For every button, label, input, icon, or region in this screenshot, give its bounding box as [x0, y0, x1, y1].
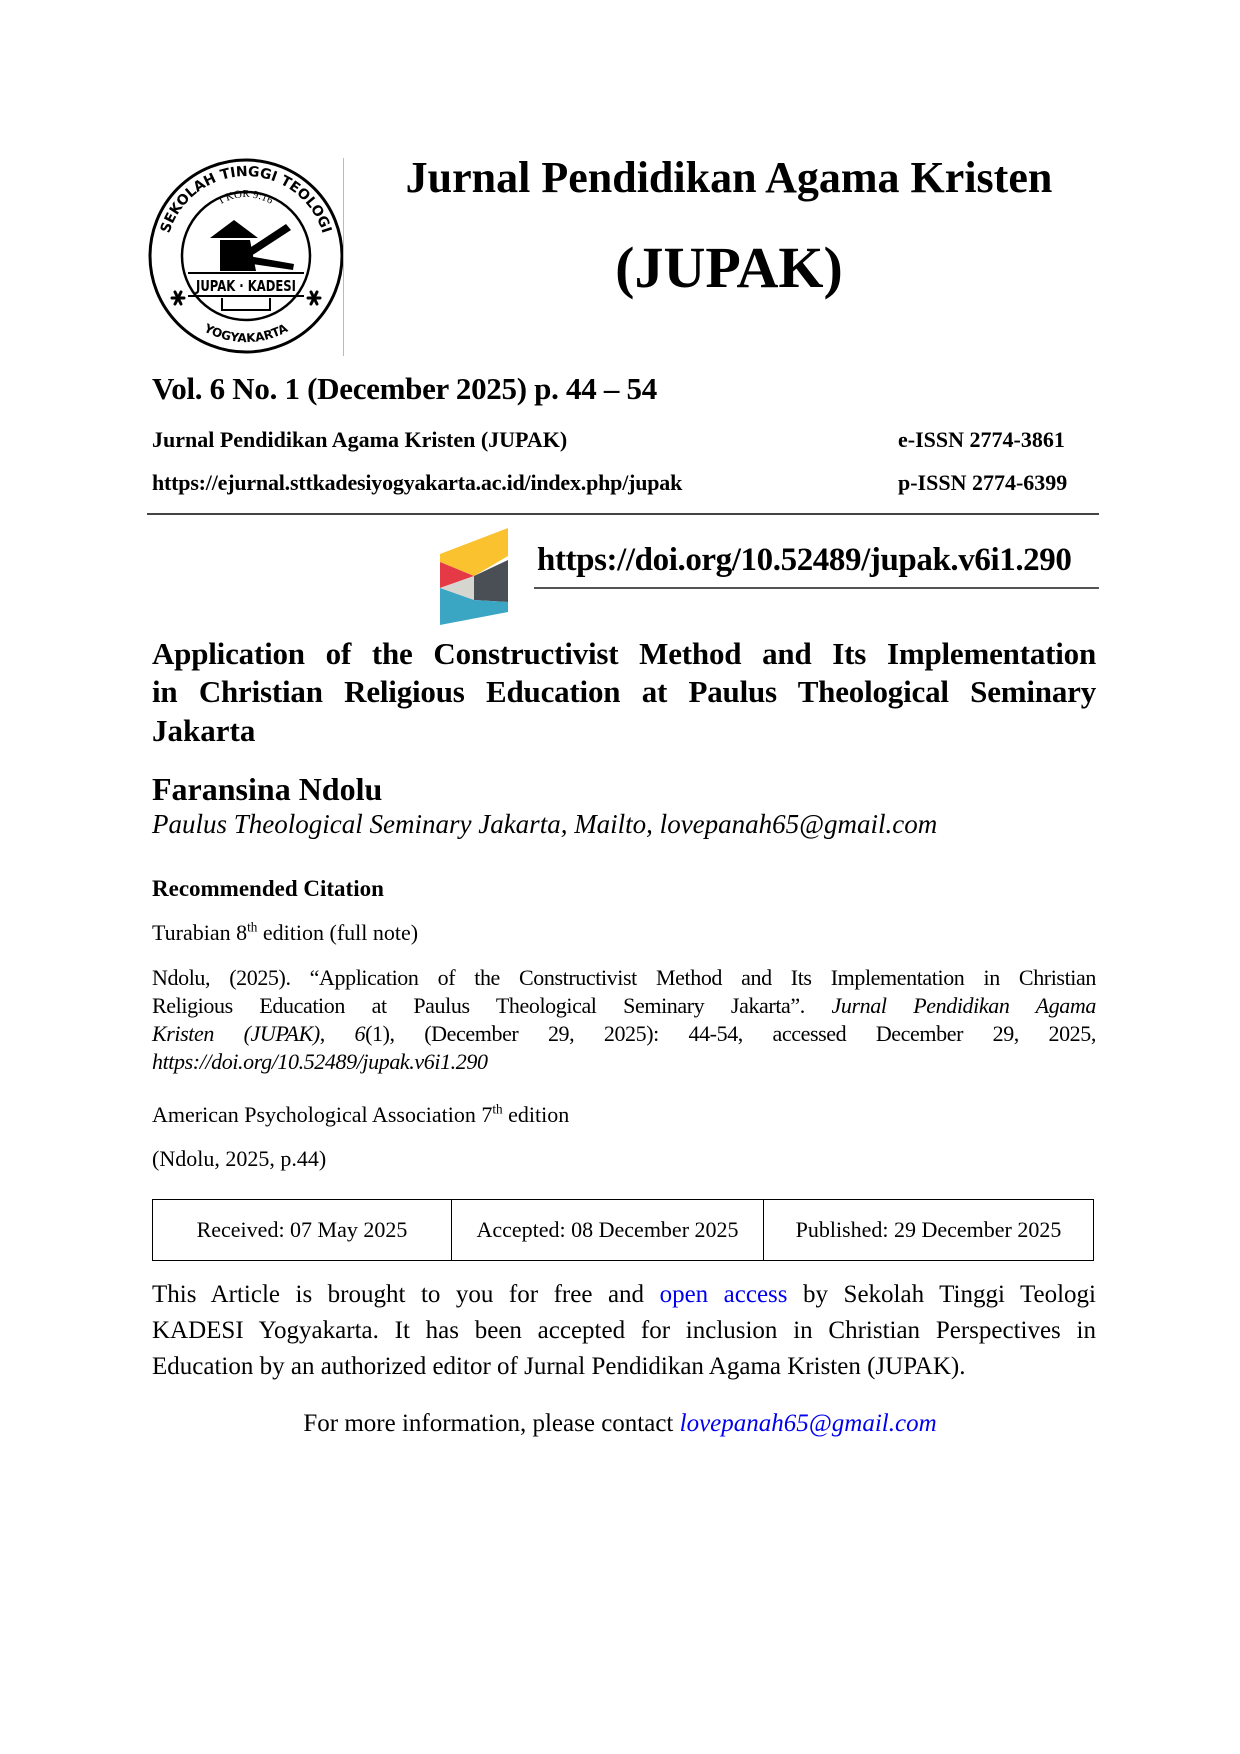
journal-name: Jurnal Pendidikan Agama Kristen (JUPAK) [152, 427, 568, 452]
header-rule [147, 513, 1099, 515]
turabian-citation-line: Religious Education at Paulus Theologica… [152, 993, 1096, 1018]
contact-line: For more information, please contact lov… [303, 1410, 937, 1437]
pissn: p-ISSN 2774-6399 [898, 470, 1068, 495]
author-affiliation: Paulus Theological Seminary Jakarta, Mai… [152, 809, 938, 839]
accepted-date: Accepted: 08 December 2025 [451, 1199, 764, 1261]
journal-url[interactable]: https://ejurnal.sttkadesiyogyakarta.ac.i… [152, 470, 683, 495]
article-title-line: in Christian Religious Education at Paul… [152, 674, 1096, 709]
eissn: e-ISSN 2774-3861 [898, 427, 1065, 452]
volume-info: Vol. 6 No. 1 (December 2025) p. 44 – 54 [152, 371, 657, 406]
apa-label: American Psychological Association 7th e… [152, 1101, 570, 1127]
crossref-logo [440, 528, 510, 625]
apa-citation: (Ndolu, 2025, p.44) [152, 1146, 327, 1171]
asterisk-icon [170, 290, 186, 306]
notice-line: Education by an authorized editor of Jur… [152, 1353, 966, 1380]
asterisk-icon [306, 290, 322, 306]
contact-email-link[interactable]: lovepanah65@gmail.com [679, 1410, 937, 1437]
author-name: Faransina Ndolu [152, 771, 383, 807]
turabian-label: Turabian 8th edition (full note) [152, 919, 419, 945]
logo-ring-bottom-text: YOGYAKARTA [201, 321, 290, 346]
journal-abbrev: (JUPAK) [615, 235, 843, 300]
logo-verse-text: I KOR 9:16 [217, 188, 276, 207]
turabian-citation-line: Ndolu, (2025). “Application of the Const… [152, 965, 1096, 990]
journal-title: Jurnal Pendidikan Agama Kristen [405, 153, 1053, 202]
turabian-citation-line: Kristen (JUPAK), 6(1), (December 29, 202… [152, 1021, 1096, 1046]
published-date: Published: 29 December 2025 [763, 1199, 1094, 1261]
notice-line: KADESI Yogyakarta. It has been accepted … [152, 1317, 1096, 1344]
journal-logo: SEKOLAH TINGGI TEOLOGI YOGYAKARTA I KOR … [148, 156, 344, 356]
doi-link[interactable]: https://doi.org/10.52489/jupak.v6i1.290 [537, 542, 1072, 578]
citation-heading: Recommended Citation [152, 876, 384, 901]
article-dates-table: Received: 07 May 2025 Accepted: 08 Decem… [152, 1199, 1094, 1261]
article-title-line: Application of the Constructivist Method… [152, 636, 1096, 671]
article-title-line: Jakarta [152, 713, 256, 748]
received-date: Received: 07 May 2025 [152, 1199, 452, 1261]
doi-underline [534, 587, 1099, 589]
logo-divider [343, 158, 344, 356]
open-access-link[interactable]: open access [659, 1281, 788, 1308]
notice-line: This Article is brought to you for free … [152, 1281, 1096, 1308]
turabian-doi-link[interactable]: https://doi.org/10.52489/jupak.v6i1.290 [152, 1049, 488, 1074]
logo-banner-text: JUPAK · KADESI [195, 277, 296, 295]
